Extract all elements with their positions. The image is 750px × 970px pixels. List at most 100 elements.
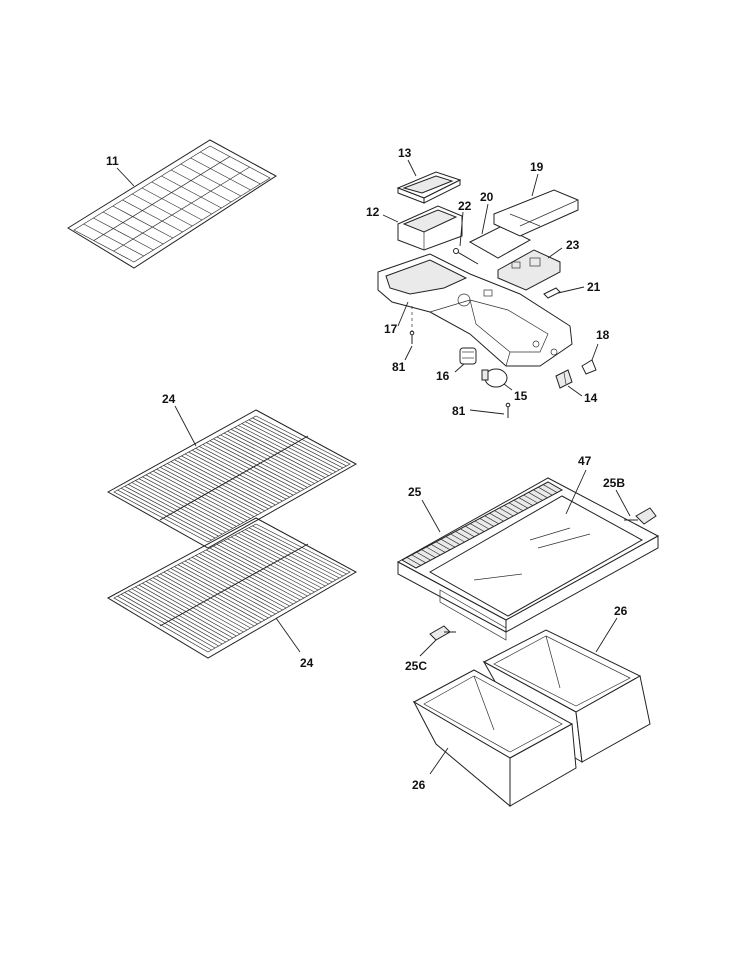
shelf-rung — [220, 542, 315, 593]
shelf-rung — [102, 211, 164, 245]
clip-25C — [429, 625, 456, 641]
cover-rib — [411, 554, 426, 564]
callout-19: 19 — [530, 160, 544, 174]
cover-rib — [494, 510, 509, 519]
shelf-rung — [145, 474, 241, 525]
shelf-rung — [234, 534, 329, 585]
cover-rib — [518, 497, 533, 506]
callout-22: 22 — [458, 199, 472, 213]
screw-81a — [409, 330, 415, 344]
filter-13 — [396, 171, 462, 204]
shelf-rung — [245, 421, 340, 471]
shelf-wire — [93, 156, 230, 241]
leader-21 — [557, 286, 585, 294]
shelf-rung — [117, 489, 212, 541]
shelf-rung — [206, 549, 301, 601]
cover-rib — [435, 541, 451, 551]
leader-19 — [531, 173, 539, 197]
leader-24b — [275, 617, 301, 653]
callout-14: 14 — [584, 391, 598, 405]
shelf-rung — [248, 419, 344, 469]
shelf-rung — [213, 545, 308, 597]
leader-24a — [174, 405, 197, 447]
leader-23 — [547, 247, 563, 259]
leader-14 — [567, 385, 583, 397]
callout-24b: 24 — [300, 656, 314, 670]
shelf-rung — [161, 175, 222, 209]
cover-rib — [499, 507, 514, 517]
shelf-rung — [248, 527, 344, 577]
shelf-rung — [138, 478, 234, 529]
leader-22 — [459, 211, 464, 247]
cover-rib — [431, 544, 446, 553]
cover-rib — [479, 518, 495, 527]
leader-25B — [615, 489, 631, 517]
callout-12: 12 — [366, 205, 380, 219]
cover-rib — [445, 536, 460, 545]
shelf-rung — [141, 187, 203, 221]
shelf-rung — [122, 199, 183, 233]
shelf-rung — [238, 532, 333, 583]
shelf-rung — [120, 487, 216, 539]
leader-26b — [429, 747, 449, 775]
screw-81b — [505, 402, 511, 418]
callout-15: 15 — [514, 389, 528, 403]
shelf-rung — [170, 169, 232, 203]
cover-rib — [504, 505, 519, 514]
shelf-rung — [227, 538, 322, 589]
cover-rib — [426, 546, 441, 556]
shelf-rung — [216, 544, 312, 595]
wire-shelf-24-lower — [106, 517, 358, 659]
cover-rib — [469, 523, 485, 532]
shelf-rung — [149, 472, 244, 523]
callout-16: 16 — [436, 369, 450, 383]
shelf-rung — [241, 423, 336, 473]
cover-rib — [533, 489, 548, 499]
shelf-rung — [142, 476, 237, 527]
shelf-rung — [167, 463, 262, 514]
leader-18 — [591, 343, 599, 361]
shelf-rung — [252, 525, 347, 575]
cover-rib — [440, 538, 456, 548]
callout-17: 17 — [384, 322, 398, 336]
shelf-rung — [209, 547, 305, 599]
callout-24a: 24 — [162, 392, 176, 406]
bracket-21 — [543, 287, 561, 299]
shelf-rung — [151, 181, 212, 215]
shelf-wire — [113, 166, 250, 252]
shelf-rung — [131, 482, 226, 533]
cover-rib — [450, 533, 465, 543]
switch-14 — [555, 369, 573, 389]
leader-15 — [503, 383, 513, 391]
pin-22 — [453, 248, 479, 265]
shelf-rung — [83, 223, 144, 257]
callout-47: 47 — [578, 454, 592, 468]
shelf-rung — [184, 453, 280, 504]
cover-rib — [528, 492, 543, 501]
cover-rib — [416, 551, 431, 561]
cover-rib — [421, 549, 436, 558]
callout-26a: 26 — [614, 604, 628, 618]
callout-25: 25 — [408, 485, 422, 499]
callout-11: 11 — [106, 154, 119, 168]
clip-25B — [624, 507, 657, 525]
shelf-rung — [124, 485, 219, 537]
cover-rib — [460, 528, 475, 538]
shelf-rung — [245, 529, 340, 579]
shelf-rung — [135, 480, 230, 531]
shelf-rung — [93, 217, 154, 251]
leader-17 — [397, 301, 409, 327]
filter-housing-12 — [397, 205, 463, 251]
leader-25C — [419, 639, 437, 657]
shelf-rung — [177, 457, 273, 508]
callout-81b: 81 — [452, 404, 466, 418]
callout-20: 20 — [480, 190, 494, 204]
cover-rib — [474, 520, 490, 530]
leader-25 — [421, 499, 441, 533]
shelf-rung — [128, 484, 223, 535]
callout-18: 18 — [596, 328, 610, 342]
leader-16 — [454, 363, 465, 373]
shelf-rung — [241, 531, 336, 581]
cover-rib — [455, 531, 470, 540]
light-bulb-15 — [481, 368, 508, 388]
